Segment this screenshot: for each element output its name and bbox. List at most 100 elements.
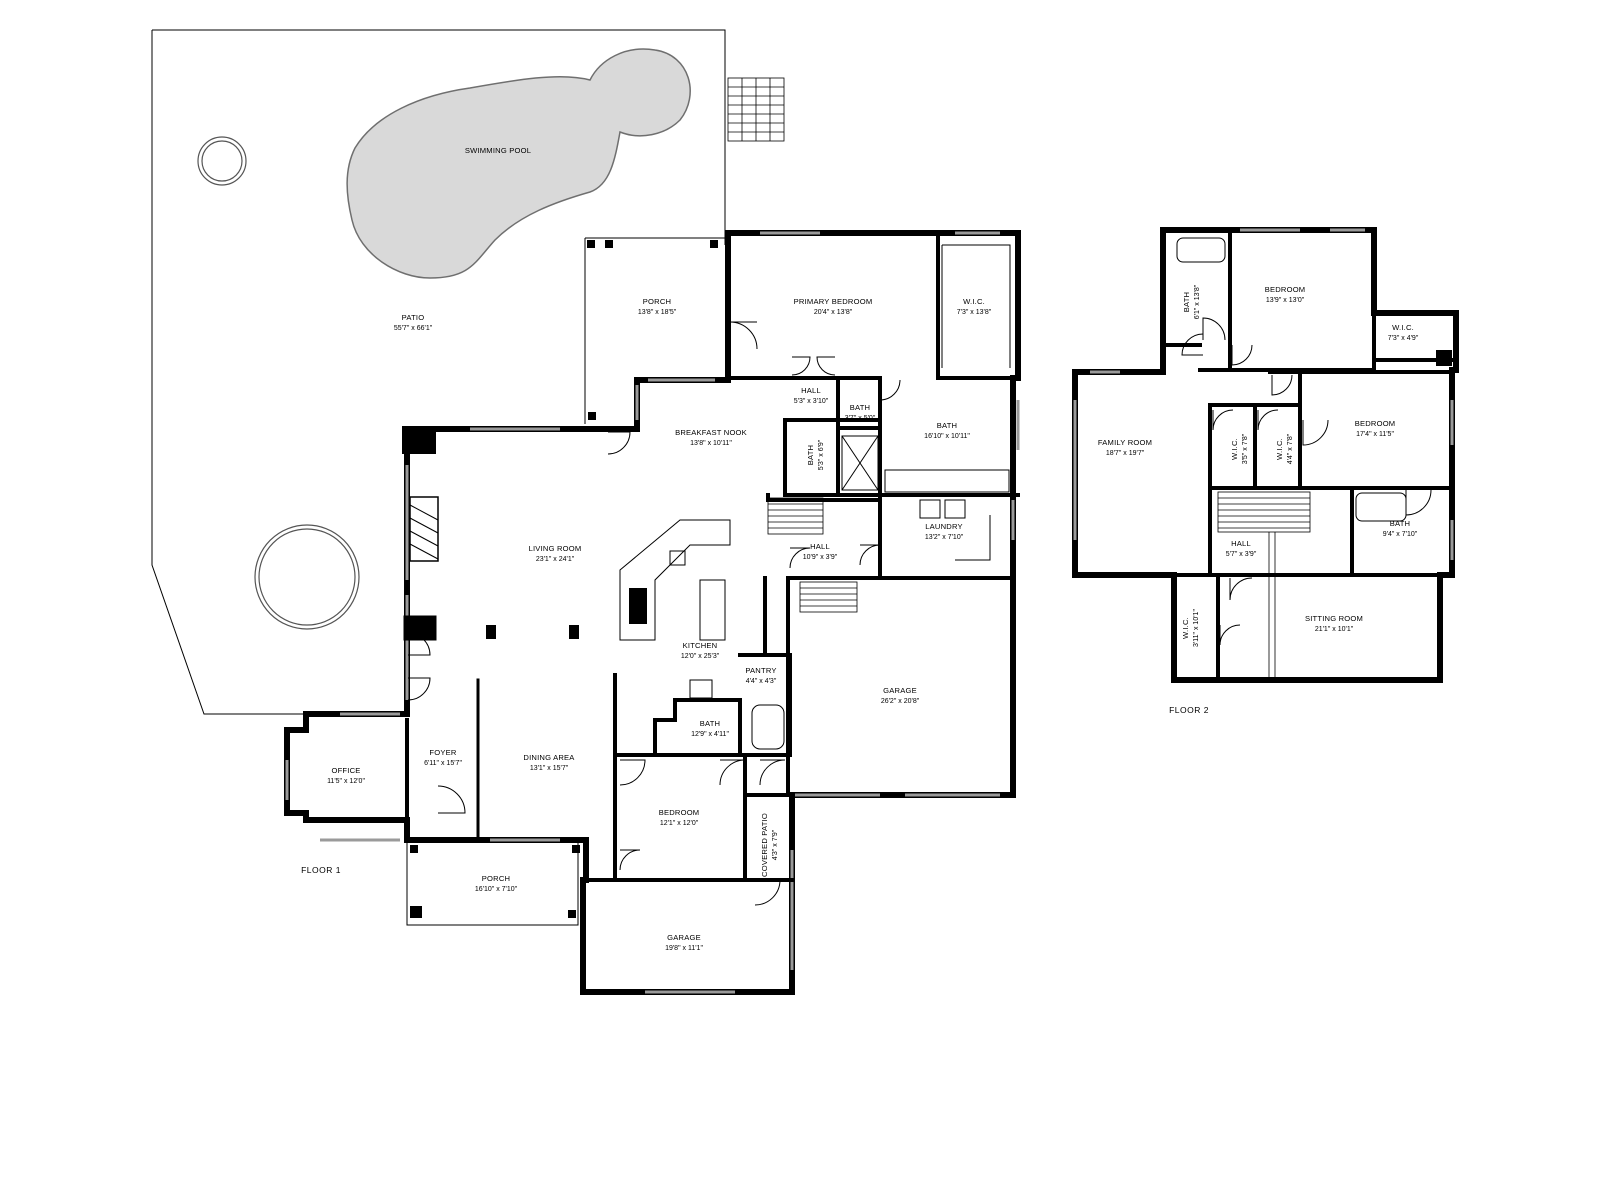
room-name: BATH: [700, 719, 721, 728]
floor2-doors: [1181, 317, 1432, 646]
room-bedroom-f1: BEDROOM 12'1" x 12'0": [659, 808, 700, 827]
room-name: COVERED PATIO: [760, 813, 769, 877]
room-laundry: LAUNDRY 13'2" x 7'10": [925, 522, 964, 541]
room-name: PANTRY: [745, 666, 776, 675]
room-dimensions: 5'3" x 6'9": [818, 439, 825, 470]
room-name: HALL: [1231, 539, 1251, 548]
room-dimensions: 4'4" x 4'3": [746, 678, 777, 685]
room-dimensions: 5'3" x 3'10": [794, 398, 829, 405]
room-dimensions: 3'5" x 7'8": [1242, 433, 1249, 464]
column: [402, 426, 436, 454]
washer: [919, 499, 941, 519]
room-wic-f2-b: W.I.C.3'5" x 7'8": [1230, 433, 1249, 464]
room-dimensions: 6'1" x 13'8": [1194, 284, 1201, 319]
room-name: SITTING ROOM: [1305, 614, 1363, 623]
room-dimensions: 18'7" x 19'7": [1106, 450, 1145, 457]
post: [572, 845, 580, 853]
room-dimensions: 20'4" x 13'8": [814, 309, 853, 316]
room-dimensions: 16'10" x 7'10": [475, 886, 518, 893]
room-name: BEDROOM: [659, 808, 700, 817]
room-dimensions: 5'7" x 3'9": [1226, 551, 1257, 558]
room-name: BATH: [806, 445, 815, 466]
room-bedroom-f2-a: BEDROOM 13'9" x 13'0": [1265, 285, 1306, 304]
tub: [1176, 237, 1226, 263]
room-name: FAMILY ROOM: [1098, 438, 1152, 447]
column: [569, 625, 579, 639]
tub: [1355, 492, 1407, 522]
room-dimensions: 13'9" x 13'0": [1266, 297, 1305, 304]
room-family-room: FAMILY ROOM 18'7" x 19'7": [1098, 438, 1152, 457]
room-name: GARAGE: [883, 686, 917, 695]
interior-stairs-a: [767, 497, 824, 535]
room-name: BATH: [850, 403, 871, 412]
fridge: [629, 588, 647, 624]
room-name: PATIO: [402, 313, 425, 322]
column: [486, 625, 496, 639]
hot-tub-inner: [201, 140, 243, 182]
room-swimming-pool: SWIMMING POOL: [465, 146, 531, 155]
room-dimensions: 9'4" x 7'10": [1383, 531, 1418, 538]
porch-front-outline: [406, 840, 579, 926]
room-dimensions: 23'1" x 24'1": [536, 556, 575, 563]
room-name: BEDROOM: [1355, 419, 1396, 428]
room-name: W.I.C.: [963, 297, 985, 306]
room-dimensions: 4'3" x 7'9": [772, 829, 779, 860]
room-dimensions: 13'8" x 10'11": [690, 440, 732, 447]
room-pantry: PANTRY 4'4" x 4'3": [745, 666, 776, 685]
kitchen-counter: [619, 519, 731, 641]
room-name: SWIMMING POOL: [465, 146, 531, 155]
room-dimensions: 21'1" x 10'1": [1315, 626, 1354, 633]
room-dimensions: 13'1" x 15'7": [530, 765, 569, 772]
room-name: W.I.C.: [1392, 323, 1414, 332]
room-dimensions: 7'3" x 13'8": [957, 309, 992, 316]
room-name: W.I.C.: [1181, 617, 1190, 639]
interior-walls: [405, 231, 1020, 882]
room-dimensions: 13'8" x 18'5": [638, 309, 677, 316]
room-dimensions: 13'2" x 7'10": [925, 534, 964, 541]
wic-shelving: [941, 244, 1011, 368]
room-dimensions: 12'0" x 25'3": [681, 653, 720, 660]
room-name: BATH: [1182, 292, 1191, 313]
room-dimensions: 26'2" x 20'8": [881, 698, 920, 705]
room-name: W.I.C.: [1275, 438, 1284, 460]
room-kitchen: KITCHEN 12'0" x 25'3": [681, 641, 720, 660]
floor2-windows: [1073, 228, 1454, 560]
column: [403, 615, 437, 641]
fire-pit-shape: [254, 524, 360, 630]
vanity: [884, 469, 1010, 493]
room-dimensions: 12'1" x 12'0": [660, 820, 699, 827]
dryer: [944, 499, 966, 519]
floor-2-plan: [1072, 227, 1459, 683]
post: [410, 906, 422, 918]
room-wic-primary: W.I.C. 7'3" x 13'8": [957, 297, 992, 316]
shower: [841, 435, 879, 491]
doors: [407, 321, 901, 906]
room-dimensions: 16'10" x 10'11": [924, 433, 970, 440]
fireplace-hatch: [409, 504, 439, 560]
room-name: BEDROOM: [1265, 285, 1306, 294]
room-name: OFFICE: [331, 766, 360, 775]
room-garage-main: GARAGE 26'2" x 20'8": [881, 686, 920, 705]
chimney: [1436, 350, 1452, 366]
post: [410, 845, 418, 853]
room-name: KITCHEN: [683, 641, 718, 650]
room-name: PORCH: [643, 297, 671, 306]
floor-1-plan: [151, 29, 1021, 995]
floor2-stairs: [1217, 491, 1311, 680]
room-name: LAUNDRY: [925, 522, 963, 531]
room-wic-f2-d: W.I.C.3'11" x 10'1": [1181, 609, 1200, 647]
room-dimensions: 3'11" x 10'1": [1193, 609, 1200, 647]
